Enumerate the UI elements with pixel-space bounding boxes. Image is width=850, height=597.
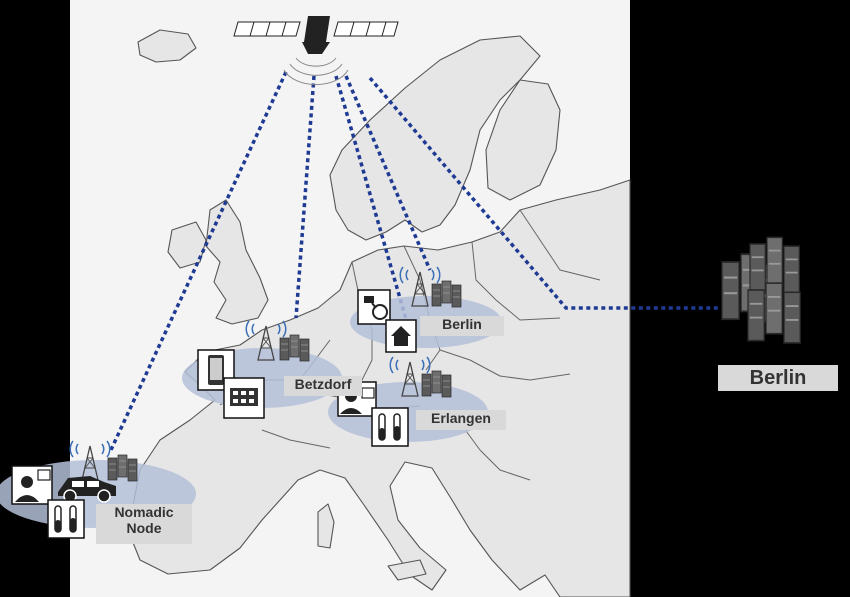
phone-icon (197, 349, 235, 391)
car-icon (58, 476, 116, 503)
server-icon (421, 370, 452, 398)
test-tubes-icon (47, 499, 85, 539)
person-icon (11, 465, 53, 505)
datacenter-icon (720, 236, 802, 344)
satellite-links (108, 71, 718, 453)
home-icon (385, 319, 417, 353)
film-icon (223, 377, 265, 419)
erlangen-site-label: Erlangen (416, 410, 506, 430)
link-satellite-erlangen (334, 75, 414, 341)
link-satellite-berlin (344, 75, 432, 271)
nomadic-label-line1: Nomadic (114, 504, 174, 520)
satellite-dish-icon (357, 289, 391, 325)
berlin-site-label: Berlin (420, 316, 504, 336)
nomadic-site-label: Nomadic Node (96, 504, 192, 544)
test-tubes-icon (371, 407, 409, 447)
link-satellite-datacenter (368, 76, 718, 310)
datacenter-label: Berlin (718, 365, 838, 391)
server-icon (107, 454, 138, 482)
link-satellite-betzdorf (294, 75, 316, 319)
link-satellite-nomadic (108, 71, 288, 453)
betzdorf-site-label: Betzdorf (284, 376, 362, 396)
satellite-icon (233, 16, 399, 86)
server-icon (279, 334, 310, 362)
nomadic-label-line2: Node (126, 520, 162, 537)
server-icon (431, 280, 462, 308)
